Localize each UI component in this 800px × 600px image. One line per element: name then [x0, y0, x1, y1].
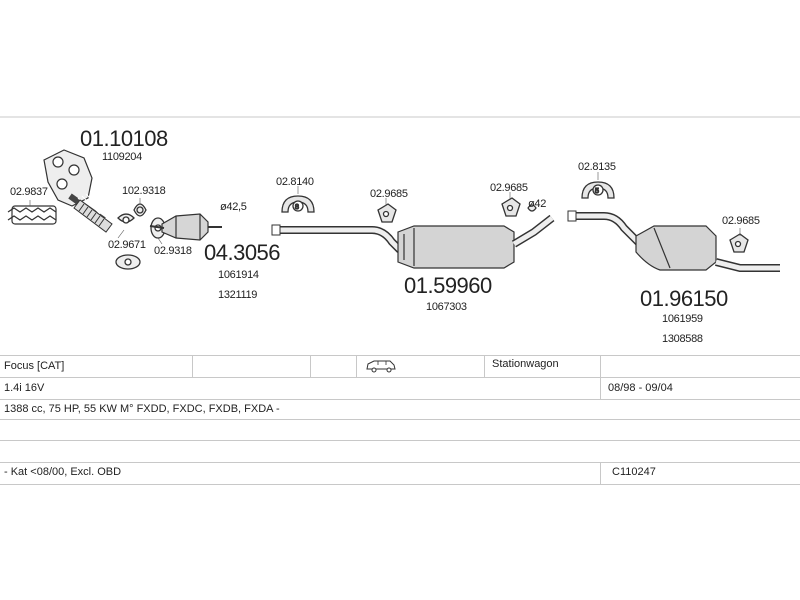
rear-ref-1: 1061959: [662, 313, 703, 325]
car-icon: [366, 360, 396, 373]
hanger-clip-icon: [501, 197, 521, 217]
hanger-5-code: 02.9685: [722, 215, 760, 227]
model-cell: Focus [CAT]: [4, 360, 65, 372]
rear-code: 01.96150: [640, 286, 728, 311]
clamp-a-icon: [133, 203, 147, 217]
rear-pipe-icon: [567, 210, 643, 247]
cat-diameter: ø42,5: [220, 201, 247, 213]
hanger-4-code: 02.8135: [578, 161, 616, 173]
gasket-c-icon: [115, 254, 141, 270]
mid-diameter: ø42: [528, 198, 547, 210]
engine-cell: 1.4i 16V: [4, 382, 45, 394]
clamp-c-code: 02.9318: [154, 245, 192, 257]
rear-ref-2: 1308588: [662, 333, 703, 345]
hanger-clip-icon: [729, 233, 749, 253]
catalytic-converter-icon: [149, 213, 222, 241]
front-pipe-icon: [271, 224, 403, 253]
flex-pipe-icon: [73, 199, 113, 233]
gasket-b-icon: [117, 213, 135, 224]
notes-cell: - Kat <08/00, Excl. OBD: [4, 466, 122, 478]
rear-silencer-icon: [635, 225, 780, 272]
middle-ref: 1067303: [426, 301, 467, 313]
hanger-clip-icon: [377, 203, 397, 223]
catalog-code-cell: C110247: [612, 466, 656, 478]
svg-text:8: 8: [295, 204, 299, 211]
clamp-a-code: 102.9318: [122, 185, 166, 197]
hanger-3-code: 02.9685: [490, 182, 528, 194]
spec-cell: 1388 cc, 75 HP, 55 KW M° FXDD, FXDC, FXD…: [4, 403, 280, 415]
manifold-code: 01.10108: [80, 126, 168, 151]
years-cell: 08/98 - 09/04: [608, 382, 673, 394]
gasket-left-code: 02.9837: [10, 186, 48, 198]
hanger-1-code: 02.8140: [276, 176, 314, 188]
middle-code: 01.59960: [404, 273, 492, 298]
clamp-small-icon: [527, 204, 537, 212]
body-type-cell: Stationwagon: [492, 358, 559, 370]
manifold-ref: 1109204: [102, 151, 142, 163]
cat-code: 04.3056: [204, 240, 281, 265]
leader-lines: [29, 172, 741, 245]
hanger-2-code: 02.9685: [370, 188, 408, 200]
hanger-rubber-icon: 5: [581, 181, 615, 199]
middle-silencer-icon: [397, 214, 555, 269]
cat-ref-1: 1061914: [218, 269, 259, 281]
svg-text:5: 5: [595, 188, 599, 195]
hanger-rubber-icon: 8: [281, 195, 315, 213]
gasket-left-icon: [7, 205, 57, 225]
cat-ref-2: 1321119: [218, 289, 258, 301]
clamp-b-code: 02.9671: [108, 239, 146, 251]
